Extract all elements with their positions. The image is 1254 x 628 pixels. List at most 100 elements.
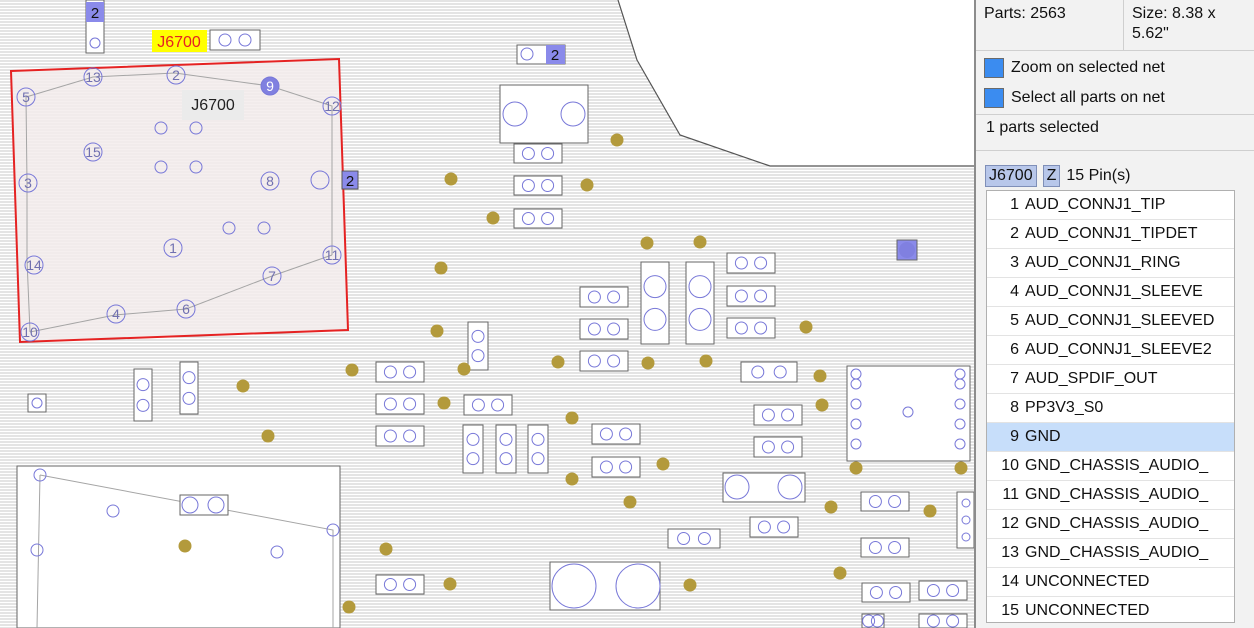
component-outline[interactable] <box>722 472 806 503</box>
component-pad <box>207 496 225 514</box>
side-tag[interactable]: Z <box>1042 165 1061 187</box>
component-outline[interactable] <box>640 261 670 345</box>
component-outline[interactable] <box>495 424 517 474</box>
component-outline[interactable] <box>463 394 513 416</box>
pin-pad[interactable] <box>262 266 282 286</box>
pin-pad[interactable] <box>20 322 40 342</box>
component-pad <box>677 532 691 545</box>
pin-pad[interactable] <box>176 299 196 319</box>
pin-pad[interactable] <box>322 96 342 116</box>
pin-pad[interactable] <box>163 238 183 258</box>
pin-number: 9 <box>1010 428 1019 445</box>
part-top-middle[interactable]: 2 <box>516 44 566 65</box>
component-outline[interactable] <box>375 393 425 415</box>
selected-net-pad[interactable] <box>341 170 359 190</box>
component-outline[interactable] <box>527 424 549 474</box>
component-outline[interactable] <box>591 423 641 445</box>
component-outline[interactable] <box>513 143 563 164</box>
component-outline[interactable] <box>860 537 910 558</box>
component-outline[interactable] <box>685 261 715 345</box>
component-outline[interactable] <box>591 456 641 478</box>
component-outline[interactable] <box>579 318 629 340</box>
component-outline[interactable] <box>462 424 484 474</box>
pin-pad[interactable] <box>260 76 280 96</box>
component-outline[interactable] <box>27 393 47 413</box>
component-pad <box>870 614 884 628</box>
component-outline[interactable] <box>846 365 971 462</box>
pin-count: 15 Pin(s) <box>1066 167 1131 184</box>
pin-pad[interactable] <box>166 65 186 85</box>
component-outline[interactable] <box>860 491 910 512</box>
component-outline[interactable] <box>726 317 776 339</box>
component-outline[interactable] <box>499 84 589 144</box>
component-pad <box>466 452 480 466</box>
component-pad <box>946 614 960 628</box>
component-pad <box>471 349 485 363</box>
j6700-highlight-label[interactable]: J6700 <box>152 30 207 52</box>
pin-pad[interactable] <box>260 171 280 191</box>
net-highlight-via[interactable] <box>899 242 915 258</box>
component-outline[interactable] <box>753 436 803 458</box>
component-outline[interactable] <box>467 321 489 371</box>
component-outline[interactable] <box>133 368 153 422</box>
component-outline[interactable] <box>861 613 885 628</box>
pin-pad[interactable] <box>24 255 44 275</box>
pin-pad[interactable] <box>322 245 342 265</box>
via <box>813 369 827 383</box>
select-all-option[interactable]: Select all parts on net <box>984 85 1165 111</box>
component-outline[interactable] <box>513 175 563 196</box>
component-outline[interactable] <box>740 361 798 383</box>
component-outline[interactable] <box>209 29 261 51</box>
zoom-on-net-option[interactable]: Zoom on selected net <box>984 55 1165 81</box>
pin-pad-number: 5 <box>22 89 30 105</box>
component-outline[interactable] <box>918 613 968 628</box>
component-outline[interactable] <box>579 350 629 372</box>
component-outline[interactable] <box>579 286 629 308</box>
component-outline[interactable] <box>179 361 199 415</box>
pin-pad[interactable] <box>83 67 103 87</box>
component-outline[interactable] <box>375 574 425 595</box>
zoom-on-net-checkbox[interactable] <box>984 58 1004 78</box>
component-outline[interactable] <box>549 561 661 611</box>
component-outline[interactable] <box>513 208 563 229</box>
component-outline[interactable] <box>956 491 974 549</box>
component-outline[interactable] <box>861 582 911 603</box>
component-outline[interactable] <box>179 494 229 516</box>
pin-pad[interactable] <box>18 173 38 193</box>
component-outline[interactable] <box>726 252 776 274</box>
part-name-tag[interactable]: J6700 <box>985 165 1037 187</box>
pin-pad[interactable] <box>16 87 36 107</box>
component-outline[interactable] <box>749 516 799 538</box>
component-outline[interactable] <box>375 425 425 447</box>
component-pad <box>954 398 966 410</box>
pin-pad[interactable] <box>106 304 126 324</box>
component-outline[interactable] <box>667 528 721 549</box>
highlight-label-text: J6700 <box>157 34 201 51</box>
part-vertical-top-left[interactable]: 2 <box>85 0 105 54</box>
pin-pad[interactable] <box>83 142 103 162</box>
component-outline[interactable] <box>375 361 425 383</box>
component-outline[interactable] <box>753 404 803 426</box>
component-outline[interactable] <box>16 465 341 628</box>
select-all-checkbox[interactable] <box>984 88 1004 108</box>
component-outline[interactable] <box>918 580 968 601</box>
component-outline[interactable] <box>726 285 776 307</box>
